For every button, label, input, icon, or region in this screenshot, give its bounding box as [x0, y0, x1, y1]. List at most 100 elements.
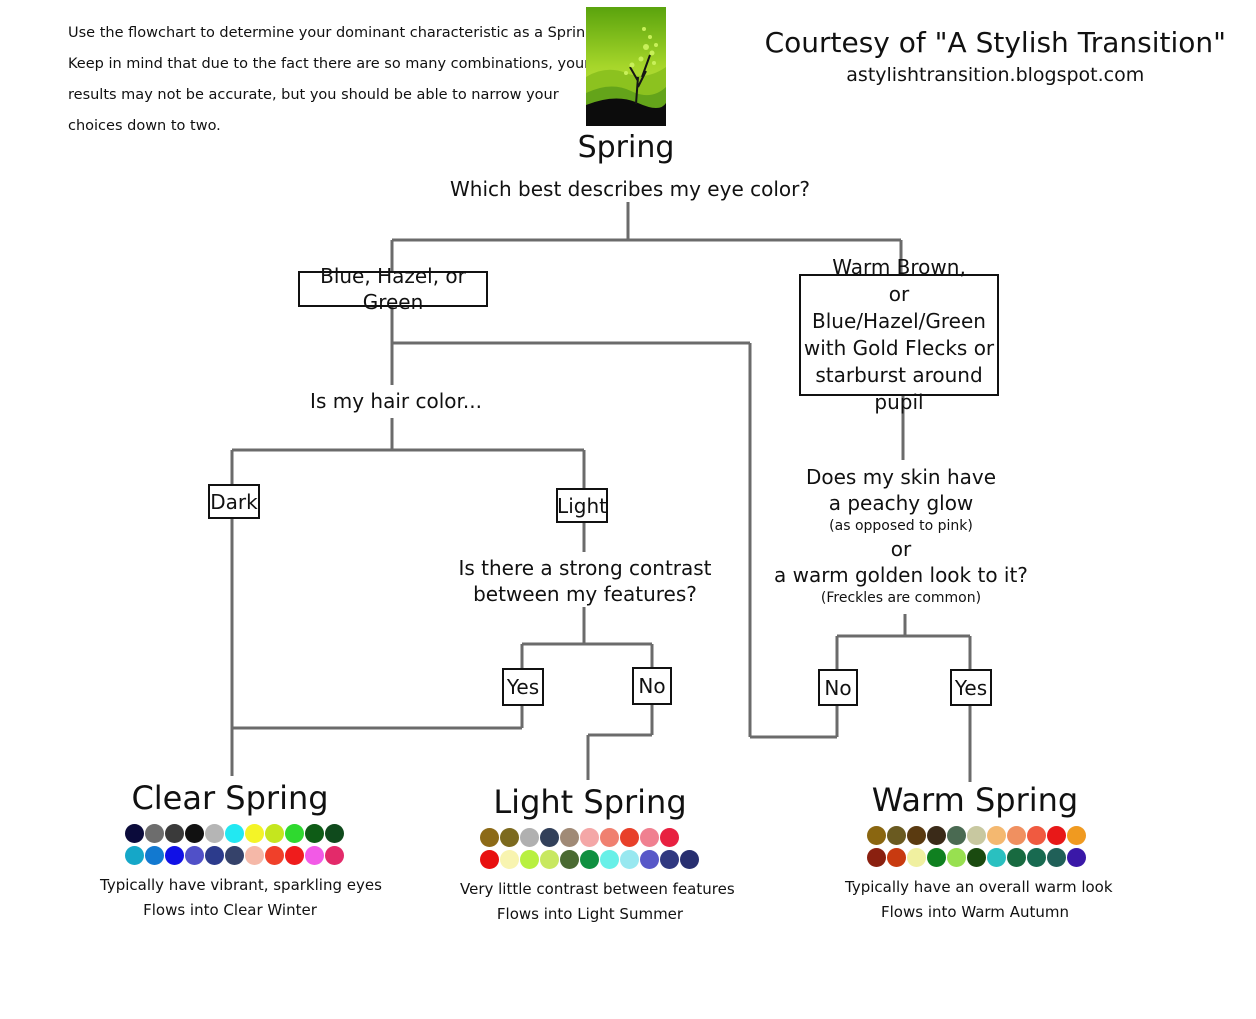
question-line: or — [890, 537, 912, 561]
palette-row — [867, 826, 1105, 845]
credit-title: Courtesy of "A Stylish Transition" — [764, 26, 1226, 59]
color-swatch — [265, 846, 284, 865]
color-swatch — [500, 850, 519, 869]
color-swatch — [1047, 848, 1066, 867]
color-swatch — [285, 824, 304, 843]
color-swatch — [927, 848, 946, 867]
credit-url: astylishtransition.blogspot.com — [846, 64, 1145, 86]
color-swatch — [185, 846, 204, 865]
question-line: a warm golden look to it? — [774, 563, 1028, 587]
result-description: Typically have vibrant, sparkling eyes — [100, 876, 382, 894]
color-swatch — [600, 850, 619, 869]
color-swatch — [887, 826, 906, 845]
color-swatch — [265, 824, 284, 843]
option-label: No — [638, 674, 666, 698]
option-label: Light — [557, 493, 607, 518]
intro-line: Use the flowchart to determine your domi… — [68, 25, 600, 41]
color-swatch — [580, 828, 599, 847]
color-swatch — [1027, 826, 1046, 845]
color-swatch — [1047, 826, 1066, 845]
color-swatch — [225, 824, 244, 843]
color-swatch — [165, 846, 184, 865]
color-swatch — [967, 826, 986, 845]
intro-line: results may not be accurate, but you sho… — [68, 87, 559, 103]
option-line: Warm Brown, — [832, 255, 966, 279]
color-swatch — [165, 824, 184, 843]
color-swatch — [620, 850, 639, 869]
color-swatch — [305, 846, 324, 865]
result-description: Very little contrast between features — [460, 880, 735, 898]
color-swatch — [907, 826, 926, 845]
option-label: Dark — [210, 489, 258, 514]
hair-color-question: Is my hair color... — [296, 388, 496, 414]
color-swatch — [125, 846, 144, 865]
result-light-spring: Light Spring Very little contrast betwee… — [460, 782, 735, 927]
spring-tree-image — [586, 7, 666, 126]
color-swatch — [480, 828, 499, 847]
color-swatch — [325, 846, 344, 865]
color-swatch — [520, 828, 539, 847]
palette-row — [480, 828, 720, 847]
color-swatch — [947, 826, 966, 845]
color-swatch — [927, 826, 946, 845]
color-swatch — [600, 828, 619, 847]
color-palette — [125, 824, 360, 865]
palette-row — [125, 824, 360, 843]
color-swatch — [967, 848, 986, 867]
question-line: Is there a strong contrast — [458, 556, 712, 580]
option-label: Yes — [954, 675, 988, 700]
color-swatch — [225, 846, 244, 865]
color-swatch — [125, 824, 144, 843]
skin-question: Does my skin have a peachy glow (as oppo… — [770, 464, 1032, 608]
color-swatch — [867, 826, 886, 845]
color-swatch — [947, 848, 966, 867]
question-note: (Freckles are common) — [820, 590, 982, 606]
question-line: between my features? — [473, 582, 697, 606]
color-swatch — [640, 828, 659, 847]
result-title: Light Spring — [493, 783, 687, 821]
color-swatch — [660, 828, 679, 847]
color-swatch — [205, 824, 224, 843]
color-swatch — [560, 828, 579, 847]
option-warm-brown: Warm Brown, or Blue/Hazel/Green with Gol… — [799, 255, 999, 414]
palette-row — [867, 848, 1105, 867]
color-swatch — [1007, 848, 1026, 867]
result-clear-spring: Clear Spring Typically have vibrant, spa… — [100, 778, 382, 923]
color-swatch — [660, 850, 679, 869]
option-line: starburst around pupil — [815, 363, 983, 414]
skin-yes: Yes — [950, 669, 992, 706]
option-label: Blue, Hazel, or Green — [320, 264, 466, 314]
result-title: Clear Spring — [131, 779, 329, 817]
option-label: Yes — [506, 675, 540, 699]
color-swatch — [500, 828, 519, 847]
credit-block: Courtesy of "A Stylish Transition" astyl… — [765, 24, 1226, 88]
result-flow: Flows into Warm Autumn — [881, 903, 1069, 921]
color-swatch — [987, 848, 1006, 867]
color-swatch — [640, 850, 659, 869]
eye-color-question: Which best describes my eye color? — [450, 177, 810, 201]
spring-title: Spring — [577, 130, 675, 165]
color-swatch — [285, 846, 304, 865]
intro-line: choices down to two. — [68, 118, 221, 134]
color-palette — [867, 826, 1105, 867]
color-swatch — [185, 824, 204, 843]
question-note: (as opposed to pink) — [829, 518, 973, 534]
color-swatch — [520, 850, 539, 869]
color-swatch — [560, 850, 579, 869]
color-swatch — [1067, 848, 1086, 867]
result-warm-spring: Warm Spring Typically have an overall wa… — [845, 780, 1113, 925]
color-swatch — [245, 824, 264, 843]
color-swatch — [540, 850, 559, 869]
color-swatch — [205, 846, 224, 865]
color-swatch — [1067, 826, 1086, 845]
color-swatch — [620, 828, 639, 847]
option-label: No — [824, 675, 852, 700]
result-title: Warm Spring — [871, 781, 1079, 819]
option-dark: Dark — [208, 484, 260, 519]
color-swatch — [540, 828, 559, 847]
intro-line: Keep in mind that due to the fact there … — [68, 56, 591, 72]
color-palette — [480, 828, 720, 869]
color-swatch — [907, 848, 926, 867]
color-swatch — [580, 850, 599, 869]
